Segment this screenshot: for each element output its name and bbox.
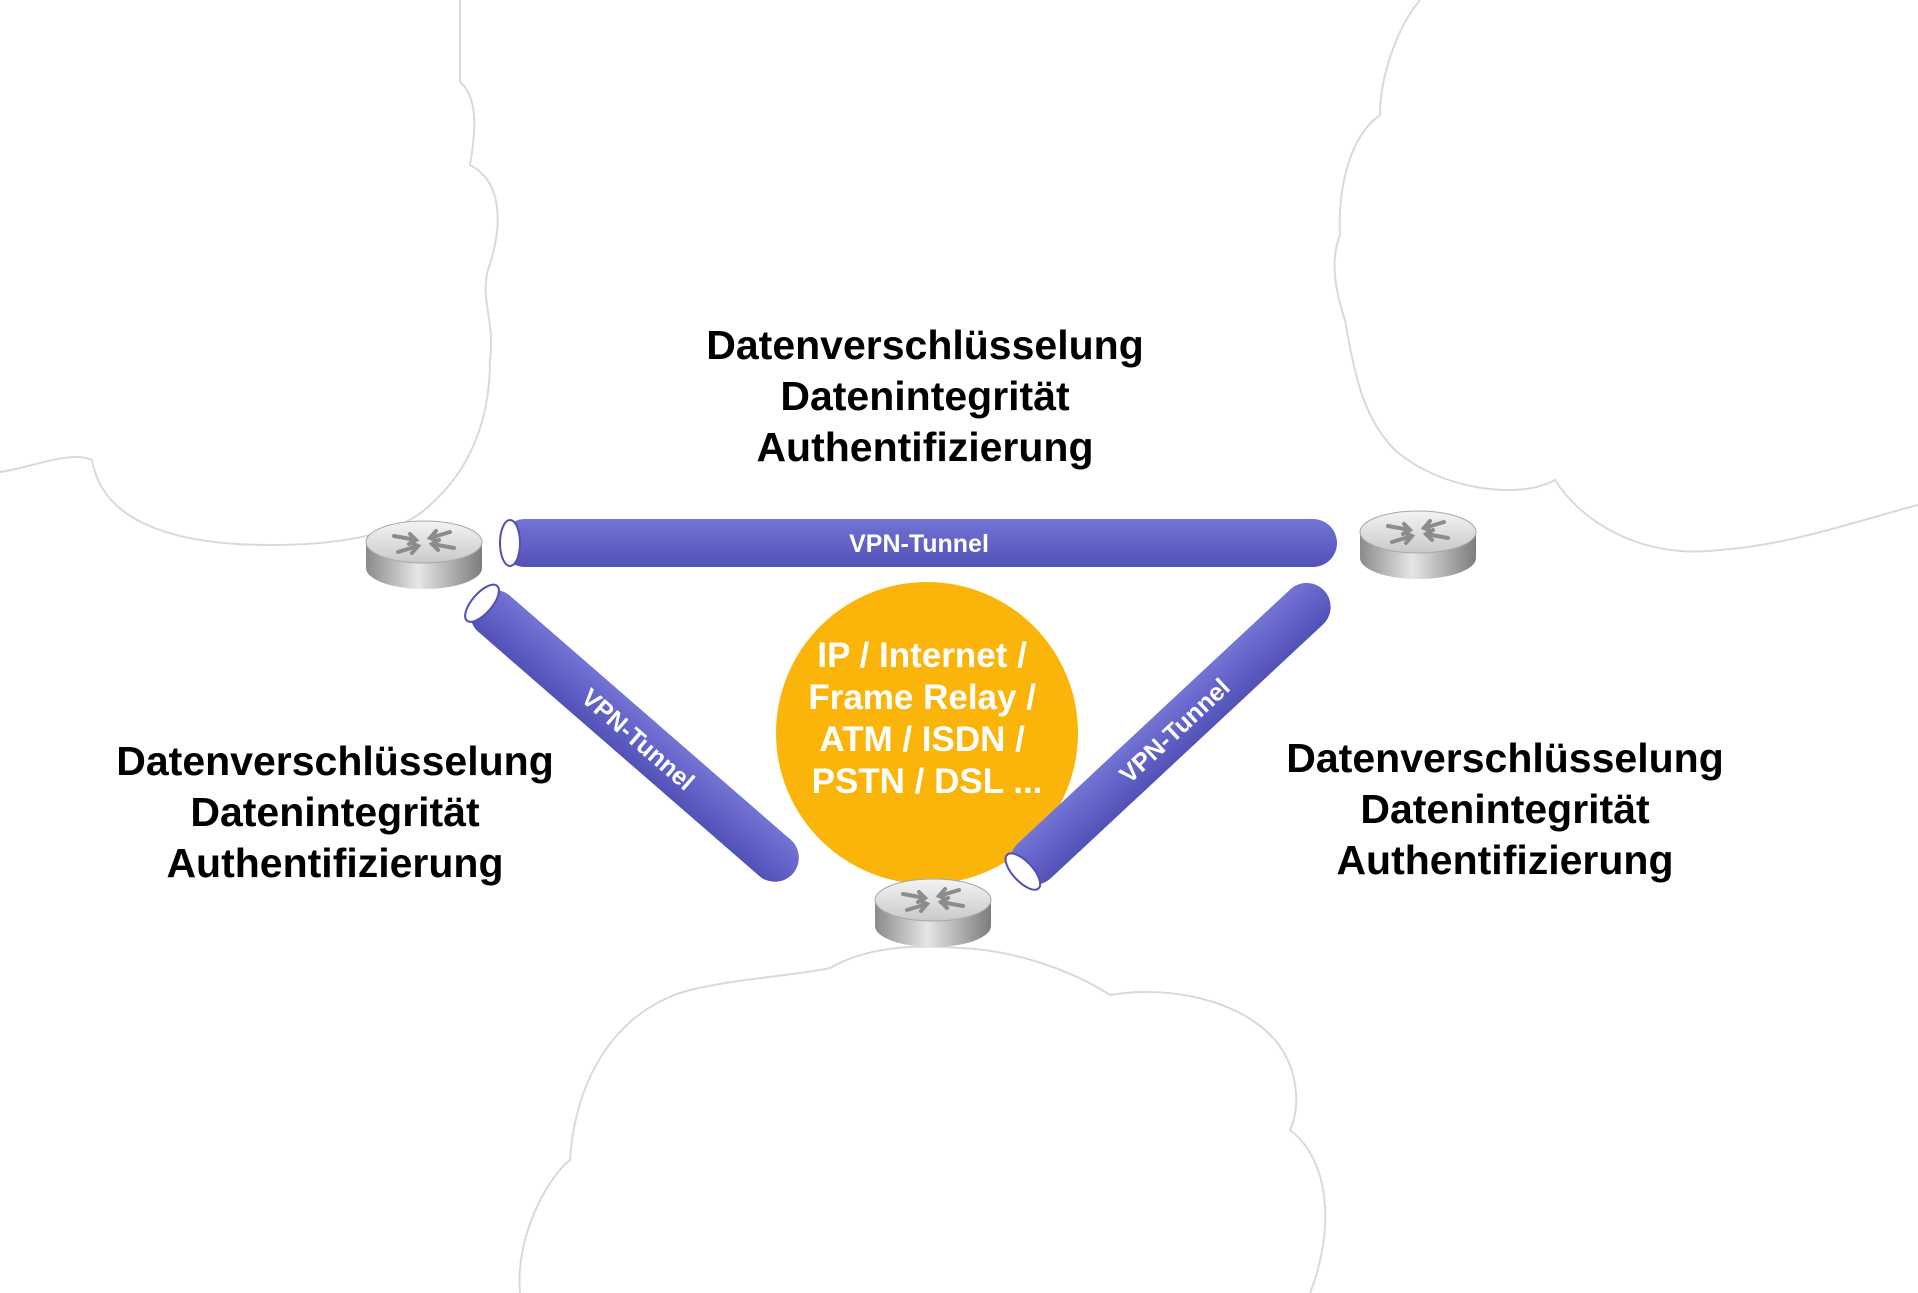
- feature-authentication: Authentifizierung: [166, 840, 504, 886]
- router-icon-right: [1359, 510, 1477, 579]
- feature-integrity: Datenintegrität: [1360, 786, 1650, 832]
- tunnel-label-top: VPN-Tunnel: [849, 530, 989, 558]
- feature-encryption: Datenverschlüsselung: [116, 738, 554, 784]
- cloud-bottom: [518, 945, 1327, 1293]
- network-label: IP / Internet / Frame Relay / ATM / ISDN…: [808, 636, 1045, 801]
- feature-integrity: Datenintegrität: [780, 373, 1070, 419]
- cloud-top-right: [1333, 0, 1918, 553]
- network-line-1: IP / Internet /: [817, 636, 1027, 675]
- network-line-4: PSTN / DSL ...: [812, 762, 1043, 801]
- feature-authentication: Authentifizierung: [1336, 837, 1674, 883]
- features-left: Datenverschlüsselung Datenintegrität Aut…: [50, 736, 620, 889]
- router-icon-bottom: [874, 878, 992, 947]
- cloud-top-left: [0, 0, 499, 547]
- feature-encryption: Datenverschlüsselung: [706, 322, 1144, 368]
- network-line-2: Frame Relay /: [808, 678, 1036, 717]
- feature-encryption: Datenverschlüsselung: [1286, 735, 1724, 781]
- router-icon-left: [365, 520, 483, 589]
- tunnel-label-right: VPN-Tunnel: [1114, 673, 1235, 789]
- network-cloud: IP / Internet / Frame Relay / ATM / ISDN…: [776, 582, 1078, 884]
- network-line-3: ATM / ISDN /: [819, 720, 1025, 759]
- features-top: Datenverschlüsselung Datenintegrität Aut…: [640, 320, 1210, 473]
- feature-authentication: Authentifizierung: [756, 424, 1094, 470]
- feature-integrity: Datenintegrität: [190, 789, 480, 835]
- features-right: Datenverschlüsselung Datenintegrität Aut…: [1220, 733, 1790, 886]
- vpn-tunnel-top: VPN-Tunnel: [499, 519, 1337, 567]
